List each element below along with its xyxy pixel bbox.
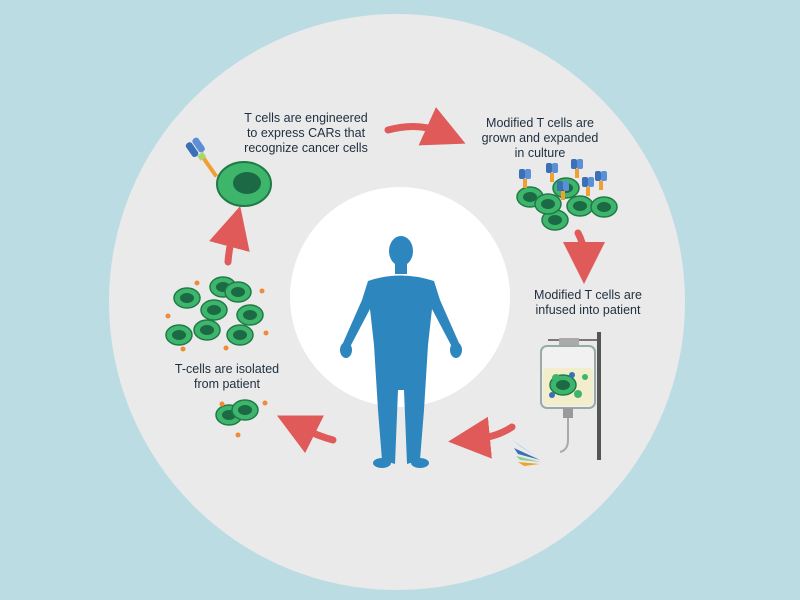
step-label-infuse: Modified T cells are infused into patien… [518,288,658,318]
label-line: grown and expanded [481,131,599,145]
infusion-site-icon [512,440,541,466]
label-line: to express CARs that [246,126,366,140]
iv-bag-icon [540,332,601,460]
engineered-tcell-icon [185,137,272,207]
arrow-isolate-to-engineer [209,205,250,266]
label-line: in culture [514,146,566,160]
arrow-engineer-to-expand [384,107,466,146]
label-line: infused into patient [535,303,641,317]
label-line: T-cells are isolated [174,362,280,376]
arrow-infuse-to-patient [448,416,516,459]
label-line: Modified T cells are [486,116,594,130]
patient-figure-icon [340,236,462,468]
label-line: from patient [193,377,260,391]
label-line: recognize cancer cells [244,141,368,155]
isolated-tcell-pair-icon [215,399,268,438]
step-label-expand: Modified T cells are grown and expanded … [470,116,610,161]
isolated-tcells-cluster-icon [165,276,269,352]
label-line: Modified T cells are [534,288,642,302]
arrow-expand-to-infuse [562,229,605,284]
step-label-isolate: T-cells are isolated from patient [160,362,294,392]
arrow-patient-to-isolate [276,415,337,454]
step-label-engineer: T cells are engineered to express CARs t… [232,111,380,156]
label-line: T cells are engineered [244,111,368,125]
